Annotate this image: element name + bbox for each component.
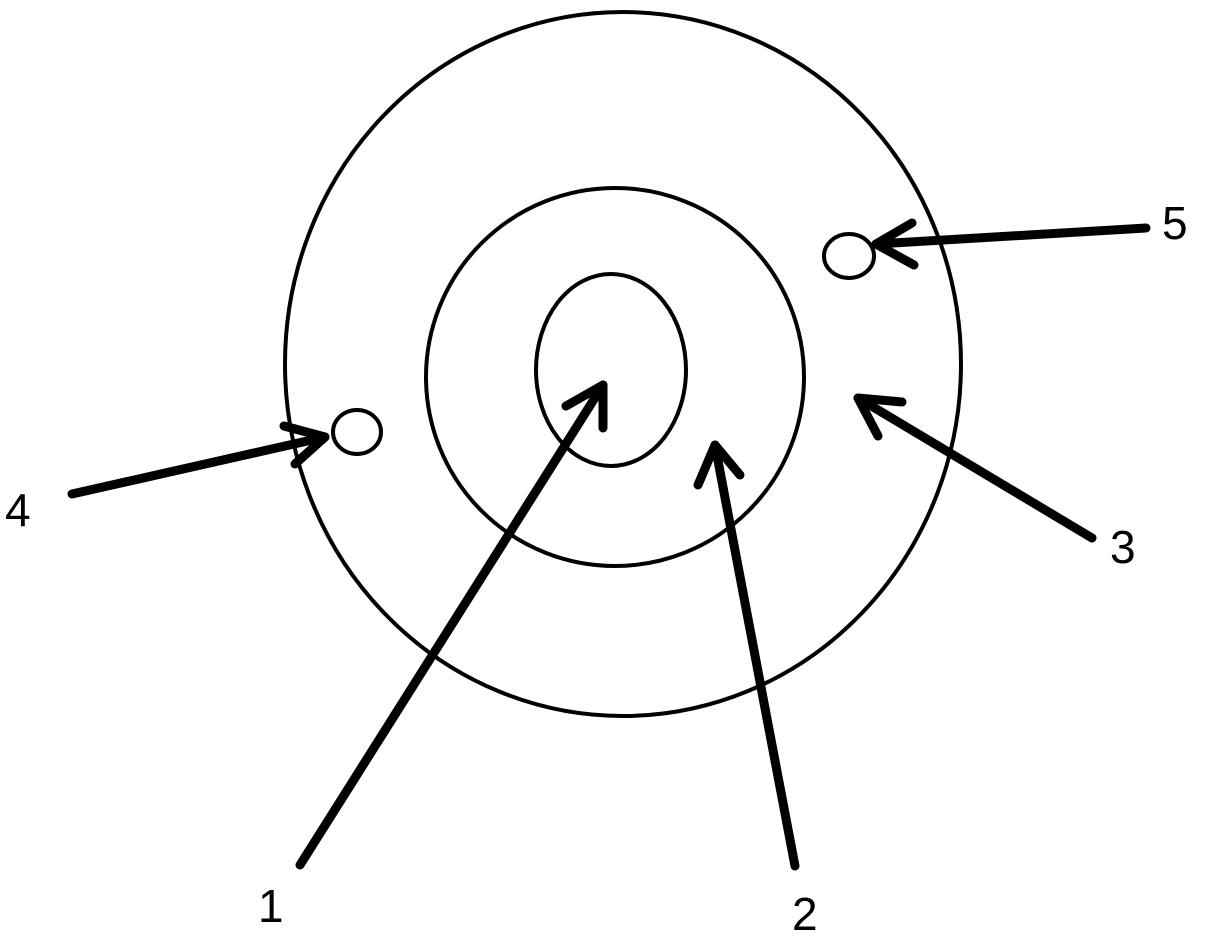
leader-arrow-4 — [67, 421, 330, 499]
outer-ring — [283, 10, 963, 718]
small-hole-right — [822, 232, 876, 280]
middle-ring — [424, 186, 806, 568]
callout-label-3: 3 — [1110, 521, 1136, 573]
leader-arrow-5 — [871, 218, 1151, 270]
callout-label-1: 1 — [258, 880, 284, 932]
leader-arrow-1 — [295, 380, 608, 870]
leader-arrow-2 — [693, 440, 800, 871]
inner-core — [534, 272, 688, 468]
leader-arrow-3 — [853, 393, 1097, 543]
small-hole-left — [331, 408, 383, 456]
callout-label-5: 5 — [1162, 197, 1188, 249]
callout-label-4: 4 — [5, 484, 31, 536]
callout-label-2: 2 — [792, 888, 818, 940]
